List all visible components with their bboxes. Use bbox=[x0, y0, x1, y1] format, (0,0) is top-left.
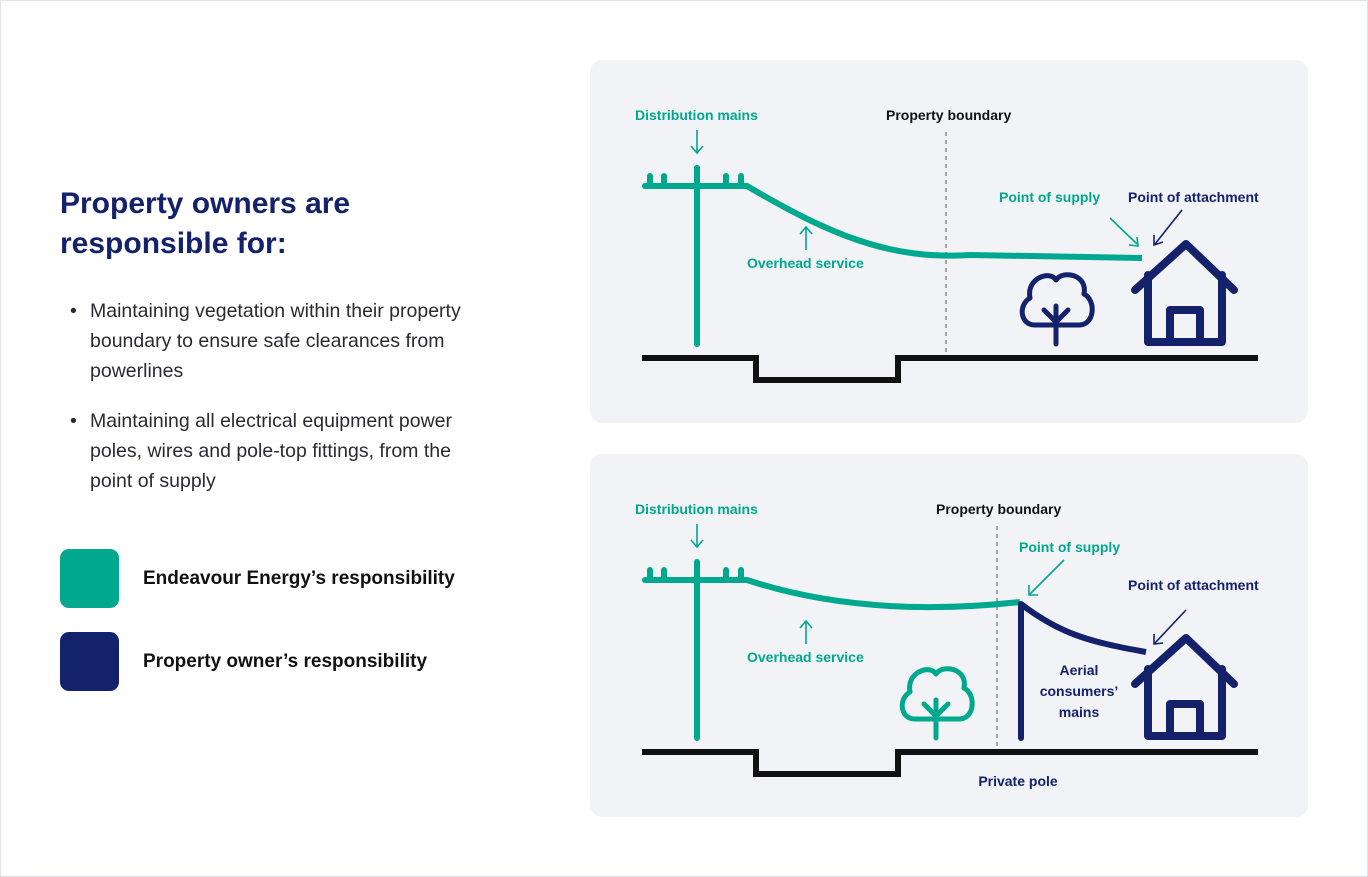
list-item: • Maintaining all electrical equipment po… bbox=[68, 406, 488, 496]
legend-swatch-navy bbox=[60, 632, 119, 691]
arrow-icon-distribution-mains bbox=[690, 524, 704, 549]
list-item-text: Maintaining all electrical equipment pow… bbox=[90, 410, 453, 492]
label-distribution-mains: Distribution mains bbox=[635, 107, 758, 123]
power-pole-icon bbox=[642, 559, 750, 741]
bullet-icon: • bbox=[70, 300, 77, 322]
legend-label: Property owner’s responsibility bbox=[143, 650, 428, 672]
label-point-of-supply: Point of supply bbox=[1019, 539, 1120, 555]
label-aerial-mains-line2: consumers’ bbox=[1040, 683, 1119, 699]
ground-line bbox=[642, 355, 1258, 383]
label-property-boundary: Property boundary bbox=[886, 107, 1011, 123]
responsibility-list: • Maintaining vegetation within their pro… bbox=[68, 296, 488, 516]
diagram-top-svg: Distribution mains Property boundary Poi… bbox=[635, 107, 1259, 383]
arrow-icon-overhead-service bbox=[799, 619, 813, 644]
arrow-icon-overhead-service bbox=[799, 225, 813, 250]
ground-line bbox=[642, 749, 1258, 777]
legend-label: Endeavour Energy’s responsibility bbox=[143, 567, 455, 589]
list-item: • Maintaining vegetation within their pro… bbox=[68, 296, 488, 386]
legend-item-owner: Property owner’s responsibility bbox=[60, 632, 427, 691]
overhead-service-line bbox=[746, 577, 1021, 611]
arrow-icon-point-of-attachment bbox=[1153, 209, 1183, 247]
label-aerial-mains-line1: Aerial bbox=[1060, 662, 1099, 678]
house-icon bbox=[1131, 240, 1238, 346]
label-overhead-service: Overhead service bbox=[747, 649, 864, 665]
label-point-of-attachment: Point of attachment bbox=[1128, 189, 1259, 205]
label-property-boundary: Property boundary bbox=[936, 501, 1061, 517]
aerial-consumers-mains-line bbox=[1019, 601, 1147, 655]
arrow-icon-point-of-supply bbox=[1028, 559, 1065, 596]
label-private-pole: Private pole bbox=[978, 773, 1058, 789]
arrow-icon-point-of-attachment bbox=[1153, 609, 1187, 645]
diagram-panel-top: Distribution mains Property boundary Poi… bbox=[590, 60, 1308, 423]
label-distribution-mains: Distribution mains bbox=[635, 501, 758, 517]
tree-icon bbox=[899, 666, 975, 741]
legend-item-endeavour: Endeavour Energy’s responsibility bbox=[60, 549, 455, 608]
arrow-icon-point-of-supply bbox=[1109, 217, 1139, 247]
label-point-of-attachment: Point of attachment bbox=[1128, 577, 1259, 593]
list-item-text: Maintaining vegetation within their prop… bbox=[90, 300, 461, 382]
overhead-service-line bbox=[745, 183, 1143, 261]
label-aerial-mains-line3: mains bbox=[1059, 704, 1100, 720]
diagram-bottom-svg: Distribution mains Property boundary Poi… bbox=[635, 501, 1259, 789]
house-icon bbox=[1131, 634, 1238, 740]
tree-icon bbox=[1019, 272, 1095, 347]
page-title: Property owners are responsible for: bbox=[60, 187, 351, 260]
legend-swatch-teal bbox=[60, 549, 119, 608]
diagram-panel-bottom: Distribution mains Property boundary Poi… bbox=[590, 454, 1308, 817]
label-overhead-service: Overhead service bbox=[747, 255, 864, 271]
arrow-icon-distribution-mains bbox=[690, 130, 704, 155]
label-point-of-supply: Point of supply bbox=[999, 189, 1100, 205]
bullet-icon: • bbox=[70, 410, 77, 432]
power-pole-icon bbox=[642, 165, 750, 347]
